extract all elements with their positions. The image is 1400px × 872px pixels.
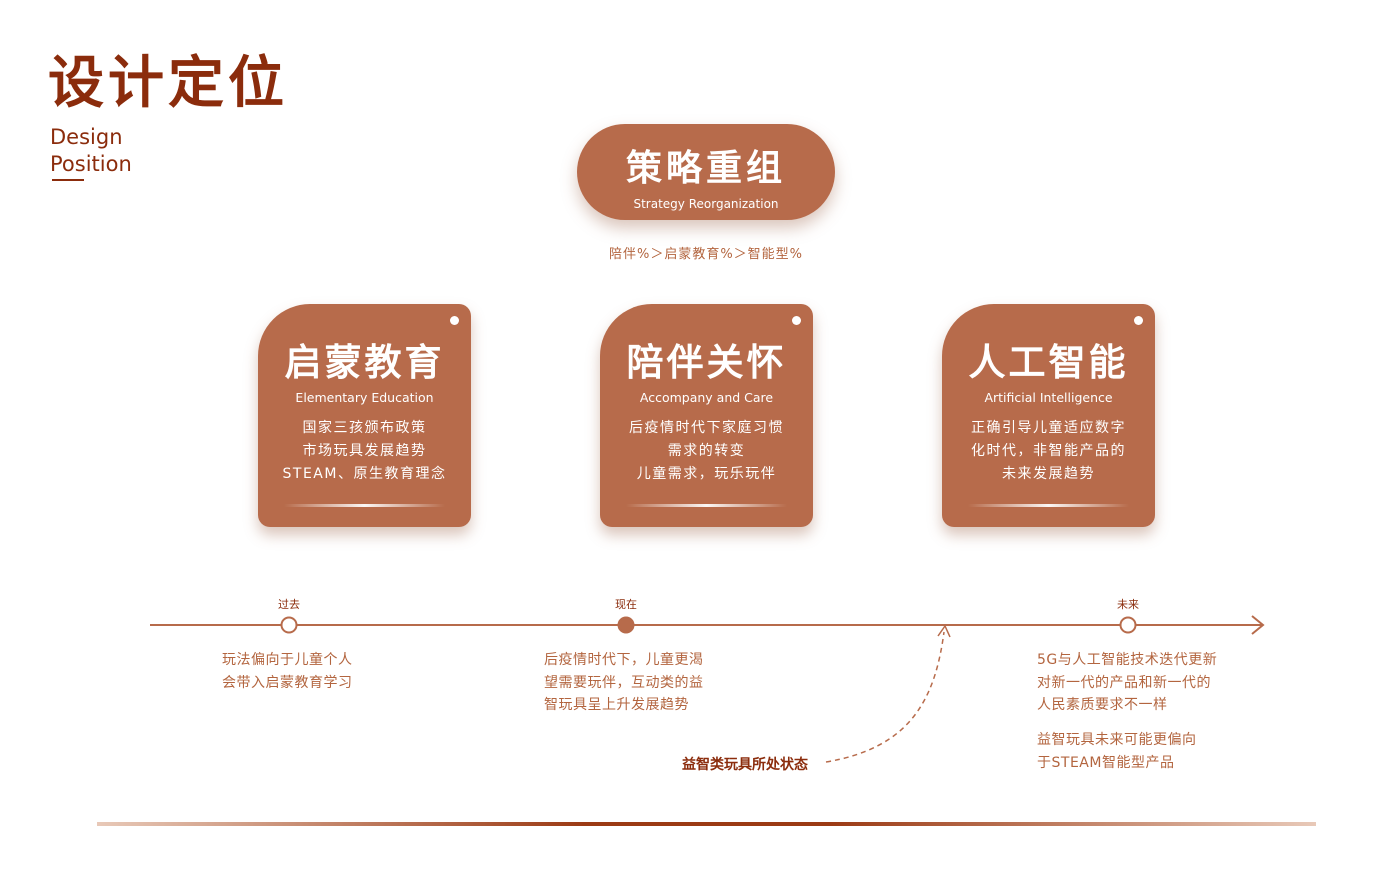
timeline-text-line: 望需要玩伴，互动类的益 [544, 674, 704, 691]
priority-caption: 陪伴%＞启蒙教育%＞智能型% [608, 247, 804, 262]
timeline-label-past: 过去 [278, 598, 300, 611]
card-description: 后疫情时代下家庭习惯 需求的转变 儿童需求，玩乐玩伴 [600, 417, 813, 486]
timeline-text-past: 玩法偏向于儿童个人 会带入启蒙教育学习 [222, 649, 353, 694]
timeline-text-line: 5G与人工智能技术迭代更新 [1037, 652, 1218, 668]
subtitle-underline [52, 179, 84, 181]
card-line: 需求的转变 [667, 443, 746, 459]
card-line: 正确引导儿童适应数字 [971, 420, 1126, 436]
card-artificial-intelligence: 人工智能 Artificial Intelligence 正确引导儿童适应数字 … [942, 304, 1155, 527]
timeline-text-future-extra: 益智玩具未来可能更偏向 于STEAM智能型产品 [1037, 729, 1197, 774]
card-shine-divider [626, 504, 787, 507]
strategy-pill-title: 策略重组 [625, 148, 786, 189]
timeline-node-future [1119, 616, 1137, 634]
toy-state-label: 益智类玩具所处状态 [682, 757, 808, 773]
timeline-label-present: 现在 [615, 598, 637, 611]
card-title: 启蒙教育 [284, 341, 445, 384]
card-dot-icon [792, 316, 801, 325]
card-title: 人工智能 [968, 341, 1129, 384]
strategy-pill: 策略重组 Strategy Reorganization [577, 124, 835, 220]
timeline-node-present [617, 616, 635, 634]
card-line: 化时代，非智能产品的 [971, 443, 1126, 459]
timeline-text-future: 5G与人工智能技术迭代更新 对新一代的产品和新一代的 人民素质要求不一样 [1037, 649, 1217, 717]
subtitle-line-1: Design [50, 125, 123, 149]
card-subtitle: Elementary Education [295, 390, 434, 405]
card-dot-icon [1134, 316, 1143, 325]
card-subtitle: Artificial Intelligence [984, 390, 1113, 405]
timeline-arrowhead [1251, 615, 1265, 635]
card-line: 儿童需求，玩乐玩伴 [636, 466, 777, 482]
card-line: 市场玩具发展趋势 [302, 443, 427, 459]
timeline-text-line: 人民素质要求不一样 [1037, 697, 1168, 713]
timeline-text-line: 会带入启蒙教育学习 [222, 674, 353, 691]
timeline-label-future: 未来 [1117, 598, 1139, 611]
timeline-text-line: 对新一代的产品和新一代的 [1037, 674, 1211, 691]
timeline-text-line: 后疫情时代下，儿童更渴 [544, 652, 704, 668]
timeline-text-line: 玩法偏向于儿童个人 [222, 652, 353, 668]
card-line: 国家三孩颁布政策 [302, 420, 427, 436]
card-line: STEAM、原生教育理念 [282, 466, 447, 482]
card-elementary-education: 启蒙教育 Elementary Education 国家三孩颁布政策 市场玩具发… [258, 304, 471, 527]
card-line: 后疫情时代下家庭习惯 [629, 420, 784, 436]
timeline-text-line: 智玩具呈上升发展趋势 [544, 697, 689, 713]
card-subtitle: Accompany and Care [639, 390, 774, 405]
card-description: 国家三孩颁布政策 市场玩具发展趋势 STEAM、原生教育理念 [258, 417, 471, 486]
card-line: 未来发展趋势 [1002, 466, 1095, 482]
card-accompany-care: 陪伴关怀 Accompany and Care 后疫情时代下家庭习惯 需求的转变… [600, 304, 813, 527]
page-title: 设计定位 [48, 51, 288, 116]
card-shine-divider [968, 504, 1129, 507]
timeline-node-past [280, 616, 298, 634]
timeline-text-line: 益智玩具未来可能更偏向 [1037, 732, 1197, 748]
bottom-divider [97, 822, 1316, 826]
card-title: 陪伴关怀 [626, 341, 787, 384]
state-dashed-curve [825, 631, 945, 763]
timeline-text-present: 后疫情时代下，儿童更渴 望需要玩伴，互动类的益 智玩具呈上升发展趋势 [544, 649, 704, 717]
card-shine-divider [284, 504, 445, 507]
card-description: 正确引导儿童适应数字 化时代，非智能产品的 未来发展趋势 [942, 417, 1155, 486]
page-subtitle: Design Position [50, 124, 132, 178]
timeline-text-line: 于STEAM智能型产品 [1037, 754, 1175, 771]
strategy-pill-subtitle: Strategy Reorganization [633, 197, 779, 211]
subtitle-line-2: Position [50, 152, 132, 176]
state-curve-arrowhead [937, 624, 951, 638]
card-dot-icon [450, 316, 459, 325]
